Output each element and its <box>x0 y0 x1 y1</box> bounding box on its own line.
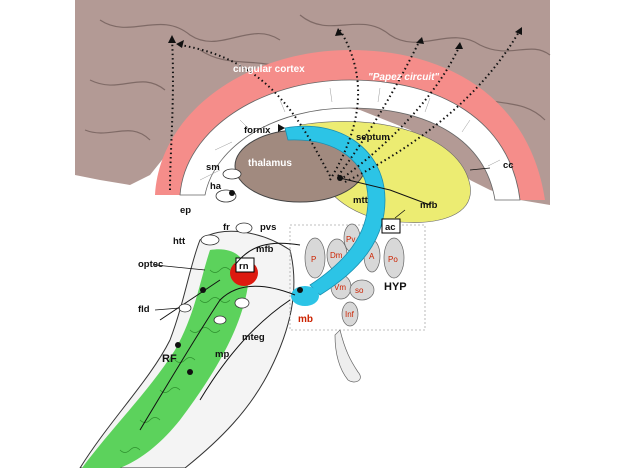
fiber-tracts <box>139 177 431 431</box>
stria-medullaris-marker <box>222 168 242 180</box>
fld-marker <box>178 303 192 313</box>
ac-label: ac <box>385 222 396 233</box>
mtt-label: mtt <box>353 195 369 206</box>
fr-label: fr <box>223 222 230 233</box>
htt-label: htt <box>173 236 186 247</box>
nucleus-inf <box>341 301 359 327</box>
rn-label: rn <box>239 261 249 272</box>
cortex-gyri <box>84 14 551 141</box>
nucleus-so <box>349 279 375 301</box>
mfb-mid-label: mfb <box>256 244 274 255</box>
nucleus-a-label: A <box>369 252 375 261</box>
papez-circuit-label: "Papez circuit" <box>368 72 439 83</box>
mammillary-body <box>291 286 319 306</box>
pituitary-stalk <box>334 329 361 383</box>
cerebral-cortex <box>75 0 550 205</box>
corpus-callosum-fibers <box>199 87 501 181</box>
hyp-label: HYP <box>384 281 407 293</box>
nucleus-vm-label: Vm <box>334 283 346 292</box>
cc-label: cc <box>503 160 514 171</box>
mp-label: mp <box>215 349 229 360</box>
ep-label: ep <box>180 205 191 216</box>
cingulate-cortex <box>155 50 545 200</box>
nucleus-so-label: so <box>355 286 364 295</box>
nucleus-p-label: P <box>311 255 316 264</box>
papez-circuit-paths <box>169 29 521 191</box>
nucleus-dm-label: Dm <box>330 251 343 260</box>
thalamus-label: thalamus <box>248 158 292 169</box>
mb-label: mb <box>298 314 313 325</box>
ac-label-box <box>381 218 401 234</box>
sm-label: sm <box>206 162 220 173</box>
ha-label: ha <box>210 181 222 192</box>
nucleus-pv-label: Pv <box>346 235 355 244</box>
tract-nodes <box>175 175 343 375</box>
nucleus-po <box>383 237 405 279</box>
mp-marker <box>213 315 227 325</box>
nucleus-p <box>304 237 326 279</box>
arrowheads <box>168 27 522 132</box>
fornix-label: fornix <box>244 125 271 136</box>
leader-lines <box>154 167 491 311</box>
rf-label: RF <box>162 353 177 365</box>
septum-label: septum <box>356 132 390 143</box>
corpus-callosum <box>179 79 521 201</box>
reticular-formation <box>82 249 249 468</box>
rn-label-box <box>235 257 255 273</box>
nucleus-po-label: Po <box>388 255 398 264</box>
fld-label: fld <box>138 304 150 315</box>
mteg-marker <box>234 297 250 309</box>
htt-marker <box>200 234 220 246</box>
optec-label: optec <box>138 259 163 270</box>
mfb-top-label: mfb <box>420 200 438 211</box>
mteg-label: mteg <box>242 332 265 343</box>
fasciculus-retroflexus-marker <box>235 222 253 234</box>
nucleus-inf-label: Inf <box>345 310 355 319</box>
cingular-cortex-label: cingular cortex <box>233 64 305 75</box>
pvs-label: pvs <box>260 222 276 233</box>
fornix <box>284 125 386 296</box>
